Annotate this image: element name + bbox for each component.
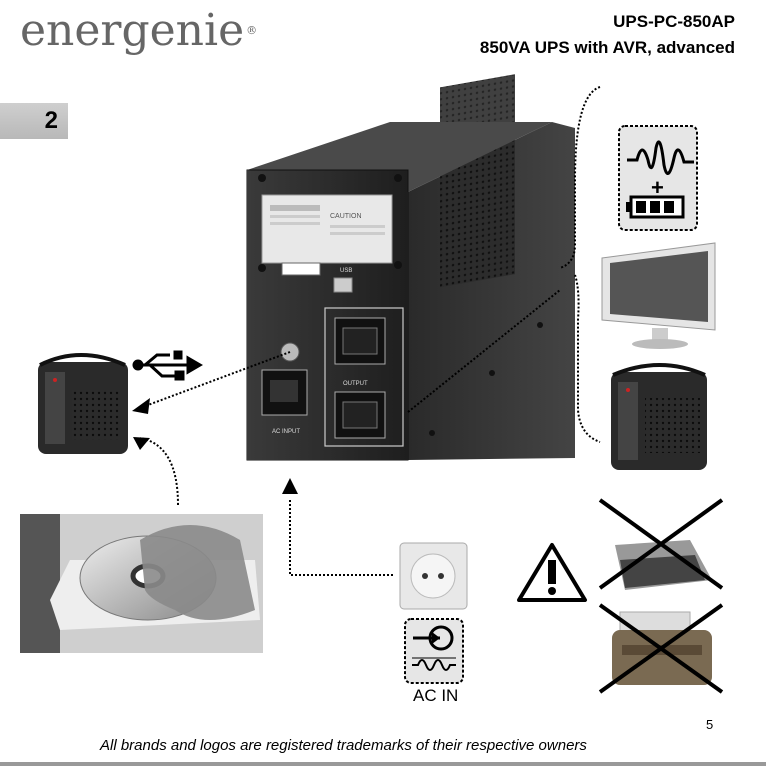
monitor [602, 243, 715, 349]
caution-text: CAUTION [330, 213, 362, 220]
warning-icon [519, 545, 585, 600]
printer-crossed [600, 605, 722, 692]
ac-in-icon [405, 619, 463, 683]
ac-in-label: AC IN [413, 686, 458, 706]
arrow-diag [133, 437, 150, 450]
usb-port [334, 278, 352, 292]
pc-tower-left [38, 355, 128, 454]
ac-input-label: AC INPUT [272, 429, 300, 435]
cd-photo [20, 514, 263, 653]
page-number: 5 [706, 717, 713, 732]
arrow-left [132, 398, 150, 414]
usb-icon [133, 352, 200, 379]
surge-battery-icon: + [619, 126, 697, 230]
wall-socket [400, 543, 467, 609]
output-label: OUTPUT [343, 381, 368, 387]
pc-tower-right [611, 365, 707, 470]
trademark-note: All brands and logos are registered trad… [100, 737, 587, 754]
scanner-crossed [600, 500, 722, 590]
usb-port-label: USB [340, 268, 352, 274]
arrow-up [282, 478, 298, 494]
ups-unit: CAUTION USB OUTPUT AC INPUT [247, 74, 575, 460]
footer-divider [0, 762, 766, 766]
